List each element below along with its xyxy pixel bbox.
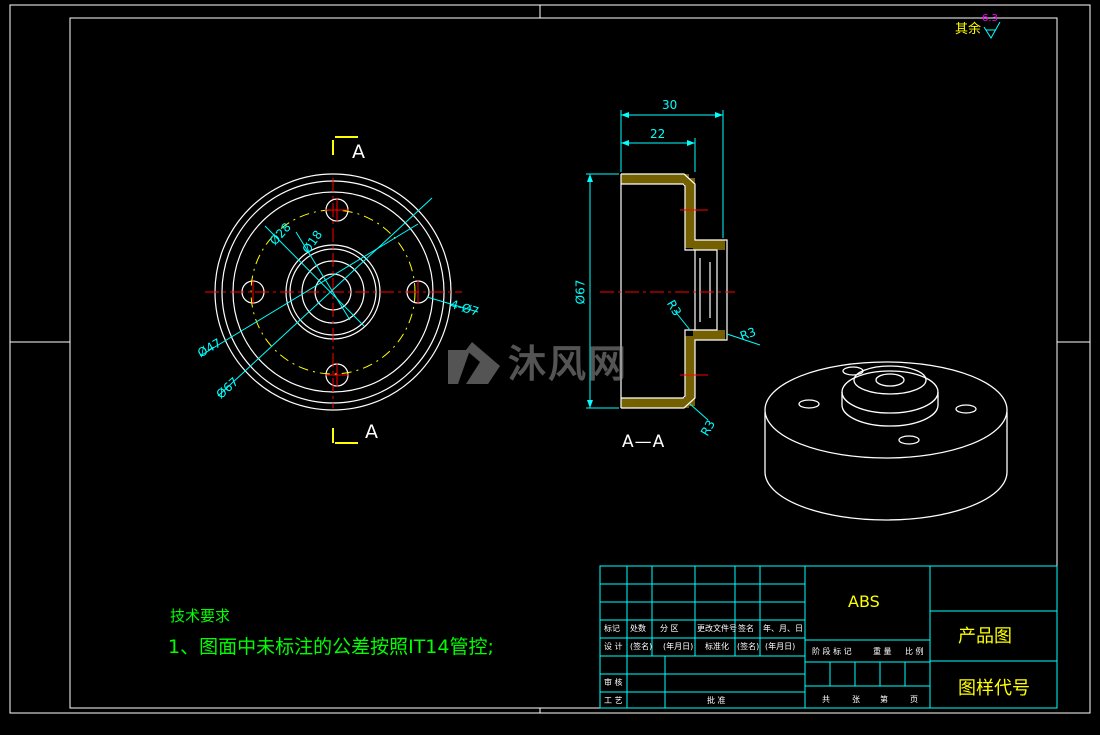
tb-design-date: (年月日) <box>663 642 694 651</box>
tb-standard-label: 标准化 <box>705 642 729 651</box>
section-mark-bottom: A <box>365 421 378 443</box>
section-view-title: A—A <box>622 432 666 452</box>
iso-view <box>764 361 1008 521</box>
tb-header-sign: 签名 <box>738 624 754 633</box>
tech-req-line-1: 1、图面中未标注的公差按照IT14管控; <box>168 636 494 658</box>
tb-scale-label: 比 例 <box>905 647 924 656</box>
section-mark-top: A <box>352 141 365 163</box>
tb-standard-date: (年月日) <box>765 642 796 651</box>
front-view <box>199 136 479 444</box>
tb-header-change-doc: 更改文件号 <box>697 624 737 633</box>
tb-header-count: 处数 <box>630 624 646 633</box>
tb-design-sign: (签名) <box>630 642 653 651</box>
tech-req-title: 技术要求 <box>170 607 231 625</box>
tb-sheet-no: 第 <box>880 695 888 704</box>
roughness-label: 其余 <box>955 22 982 37</box>
tb-approve-label: 批 准 <box>707 696 726 705</box>
tb-stage-label: 阶 段 标 记 <box>812 647 852 656</box>
tb-sheets-unit: 张 <box>852 695 860 704</box>
tb-process-label: 工 艺 <box>604 696 623 705</box>
title-block-drawing-name: 产品图 <box>958 626 1012 647</box>
dim-w22: 22 <box>650 127 666 141</box>
tb-header-mark: 标记 <box>604 624 620 633</box>
tb-standard-sign: (签名) <box>737 642 760 651</box>
section-view <box>586 110 761 421</box>
watermark-logo-icon <box>448 342 500 384</box>
roughness-symbol <box>983 21 1001 39</box>
dim-w30: 30 <box>662 98 678 112</box>
dim-d67-section: Ø67 <box>573 279 588 305</box>
tb-header-date: 年、月、日 <box>763 624 803 633</box>
tb-header-zone: 分 区 <box>660 624 679 633</box>
sheet-border <box>9 4 1091 714</box>
title-block-material: ABS <box>848 592 880 611</box>
title-block <box>599 565 1058 709</box>
title-block-drawing-code: 图样代号 <box>958 678 1030 699</box>
tb-sheet-page: 页 <box>910 695 918 704</box>
tb-design-label: 设 计 <box>604 642 623 651</box>
tb-sheets-total: 共 <box>822 695 830 704</box>
roughness-value: 6.3 <box>982 13 998 24</box>
tb-weight-label: 重 量 <box>873 647 892 656</box>
tb-review-label: 审 核 <box>604 678 623 687</box>
watermark-text: 沐风网 <box>508 342 629 386</box>
